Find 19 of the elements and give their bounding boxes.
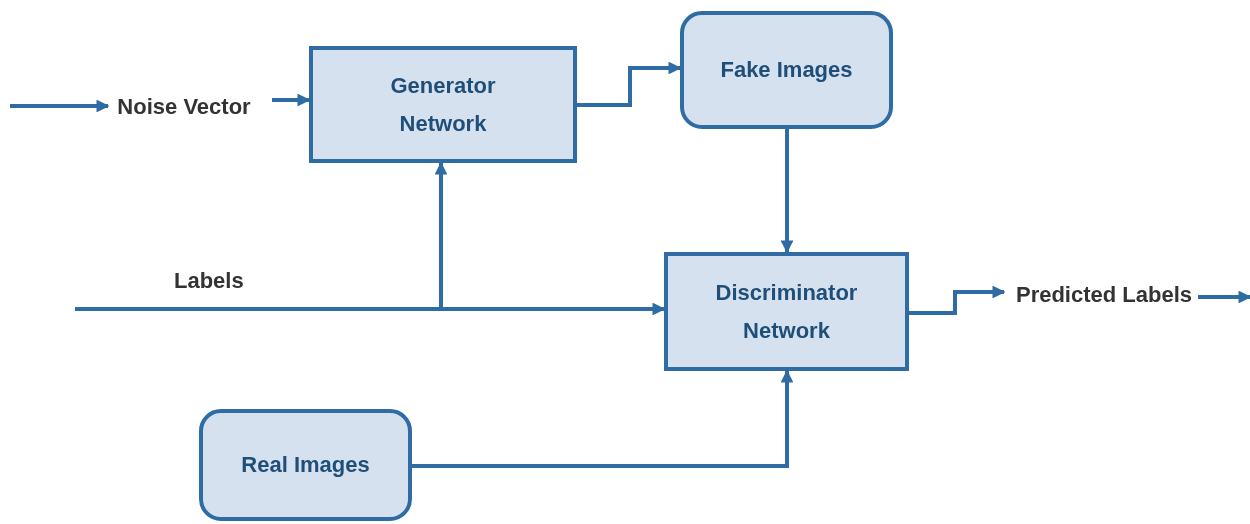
process-box	[664, 252, 909, 371]
node-label: Noise Vector	[117, 93, 251, 122]
arrow	[272, 93, 311, 107]
box-label: Fake Images	[720, 56, 853, 85]
process-box	[309, 46, 577, 163]
box-label: Real Images	[241, 451, 370, 480]
arrow	[10, 99, 110, 113]
rounded-box	[199, 409, 412, 521]
arrow	[1198, 290, 1250, 304]
arrow	[412, 369, 794, 468]
arrow	[780, 129, 794, 254]
arrow	[577, 61, 682, 107]
node-label: Predicted Labels	[1015, 281, 1193, 310]
arrow	[75, 302, 666, 316]
box-label: Generator Network	[389, 72, 497, 138]
rounded-box	[680, 11, 893, 129]
arrow	[909, 285, 1006, 315]
box-label: Discriminator Network	[714, 279, 859, 345]
arrow	[434, 161, 448, 309]
